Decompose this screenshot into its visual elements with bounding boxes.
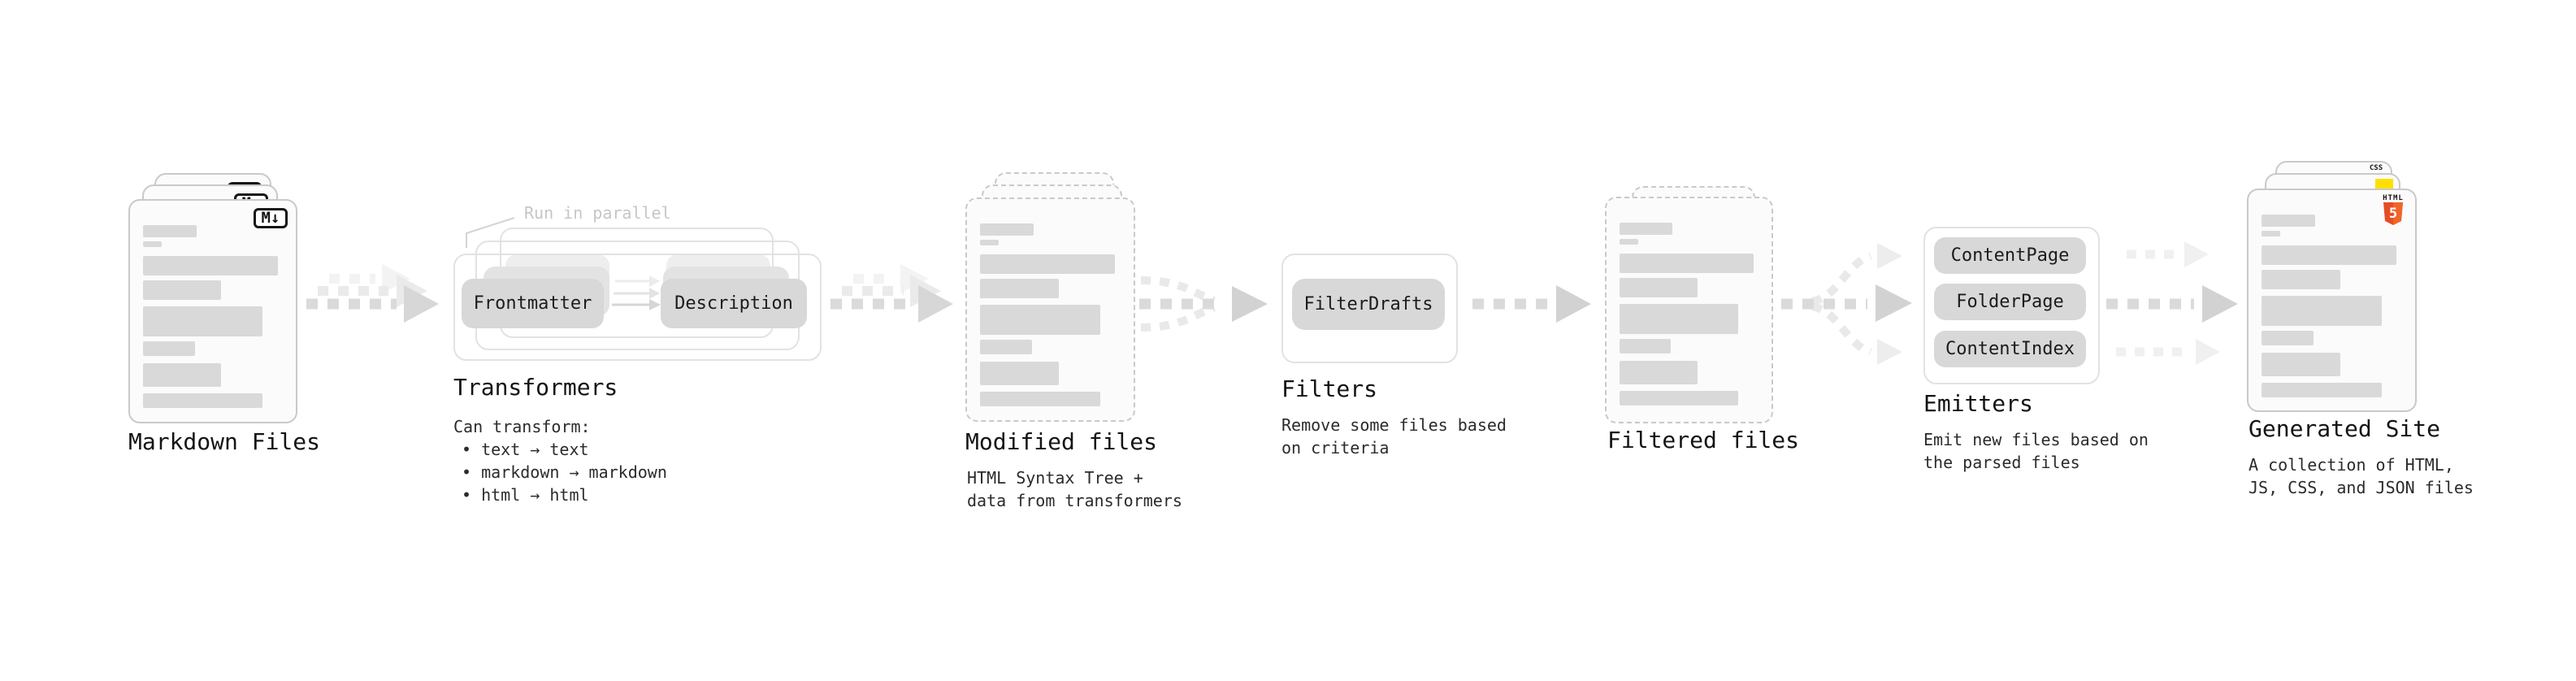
- placeholder-bar: [2262, 353, 2340, 376]
- placeholder-bar: [2262, 296, 2382, 326]
- filters-caption-line: Remove some files based: [1281, 415, 1507, 435]
- emitters-caption-line: Emit new files based on: [1923, 430, 2149, 449]
- markdown-file-card: M↓: [128, 199, 297, 423]
- placeholder-bar: [1620, 223, 1673, 235]
- filters-caption-line: on criteria: [1281, 438, 1390, 458]
- description-pill: Description: [661, 279, 807, 328]
- placeholder-bar: [143, 241, 162, 247]
- html5-shield-icon: 5: [2383, 202, 2403, 225]
- filtered-files-label: Filtered files: [1607, 427, 1800, 453]
- placeholder-bar: [143, 341, 195, 356]
- transformer-layer-1-box: [453, 254, 822, 361]
- placeholder-bar: [2262, 231, 2280, 236]
- markdown-files-label: Markdown Files: [128, 428, 321, 455]
- placeholder-bar: [980, 279, 1059, 298]
- placeholder-bar: [980, 392, 1100, 406]
- placeholder-bar: [1620, 239, 1638, 245]
- placeholder-bar: [980, 254, 1116, 274]
- transformers-label: Transformers: [453, 374, 618, 401]
- placeholder-bar: [1620, 254, 1754, 273]
- css-icon-label: CSS: [2369, 164, 2383, 172]
- filters-caption: Remove some files based on criteria: [1281, 414, 1507, 459]
- placeholder-bar: [143, 306, 263, 336]
- placeholder-bar: [2262, 270, 2340, 289]
- transformers-bullet: • markdown → markdown: [462, 462, 667, 482]
- filtered-file-card: [1605, 197, 1773, 423]
- placeholder-bar: [143, 393, 263, 408]
- modified-files-caption-line: HTML Syntax Tree +: [967, 468, 1143, 488]
- placeholder-bar: [1620, 361, 1698, 384]
- placeholder-bar: [980, 223, 1034, 236]
- arrow-merge-modified-to-filters: [1139, 276, 1268, 332]
- emitters-caption: Emit new files based on the parsed files: [1923, 428, 2149, 474]
- placeholder-bar: [1620, 278, 1698, 297]
- arrow-emitters-to-generated: [2106, 241, 2238, 365]
- contentindex-pill: ContentIndex: [1934, 331, 2086, 367]
- generated-site-label: Generated Site: [2249, 415, 2441, 442]
- placeholder-bar: [143, 256, 278, 275]
- placeholder-bar: [1620, 304, 1739, 334]
- placeholder-bar: [1620, 339, 1672, 354]
- placeholder-bar: [2262, 383, 2382, 397]
- contentpage-pill: ContentPage: [1934, 237, 2086, 274]
- placeholder-bar: [143, 363, 222, 387]
- transformers-caption-intro: Can transform:: [453, 417, 591, 436]
- folderpage-pill: FolderPage: [1934, 284, 2086, 320]
- transformers-caption: Can transform: • text → text • markdown …: [453, 415, 667, 506]
- placeholder-bar: [2262, 331, 2314, 345]
- filters-label: Filters: [1281, 375, 1378, 402]
- placeholder-bar: [1620, 391, 1739, 406]
- arrow-split-filtered-to-emitters: [1781, 243, 1912, 365]
- placeholder-bar: [143, 225, 197, 237]
- placeholder-bar: [980, 362, 1059, 385]
- modified-file-card: [965, 197, 1135, 422]
- placeholder-bar: [2262, 245, 2397, 265]
- frontmatter-pill: Frontmatter: [462, 279, 604, 328]
- generated-site-caption-line: A collection of HTML,: [2249, 455, 2454, 475]
- svg-text:5: 5: [2389, 206, 2397, 222]
- html5-icon-label: HTML: [2383, 194, 2404, 202]
- arrow-markdown-to-transformers: [306, 264, 439, 323]
- arrow-transformers-to-modified: [830, 264, 953, 323]
- html5-icon: HTML 5: [2382, 194, 2405, 226]
- placeholder-bar: [2262, 215, 2315, 227]
- generated-html-file-card: HTML 5: [2247, 189, 2417, 412]
- filterdrafts-pill: FilterDrafts: [1292, 279, 1445, 330]
- markdown-icon: M↓: [254, 208, 288, 228]
- generated-site-caption: A collection of HTML, JS, CSS, and JSON …: [2249, 453, 2474, 499]
- transformers-bullet: • text → text: [462, 440, 589, 459]
- emitters-caption-line: the parsed files: [1923, 453, 2080, 472]
- modified-files-caption-line: data from transformers: [967, 491, 1182, 510]
- placeholder-bar: [980, 240, 999, 245]
- placeholder-bar: [980, 340, 1032, 354]
- transformers-bullet: • html → html: [462, 485, 589, 505]
- run-in-parallel-note: Run in parallel: [524, 203, 671, 223]
- js-icon: [2375, 179, 2393, 189]
- placeholder-bar: [143, 280, 222, 300]
- modified-files-label: Modified files: [965, 428, 1158, 455]
- emitters-label: Emitters: [1923, 390, 2033, 417]
- arrow-filters-to-filtered: [1472, 285, 1591, 323]
- placeholder-bar: [980, 305, 1100, 335]
- generated-site-caption-line: JS, CSS, and JSON files: [2249, 478, 2474, 497]
- modified-files-caption: HTML Syntax Tree + data from transformer…: [967, 466, 1182, 512]
